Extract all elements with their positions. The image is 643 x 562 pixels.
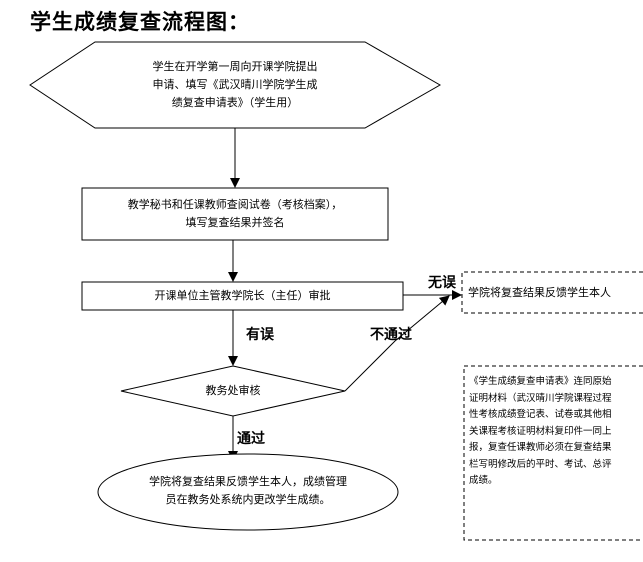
- apply-line-1: 学生在开学第一周向开课学院提出: [152, 60, 318, 73]
- note-line-6: 栏写明修改后的平时、考试、总评: [469, 458, 612, 470]
- apply-line-3: 绩复查申请表》（学生用）: [171, 96, 299, 109]
- review-node-text: 教学秘书和任课教师查阅试卷（考核档案）， 填写复查结果并签名: [82, 196, 388, 232]
- review-line-2: 填写复查结果并签名: [185, 216, 285, 229]
- note-line-7: 成绩。: [469, 475, 498, 486]
- note-line-5: 报，复查任课教师必须在复查结果: [469, 442, 612, 453]
- edge-label-not-passed: 不通过: [370, 327, 412, 343]
- apply-line-2: 申请、填写《武汉晴川学院学生成: [152, 78, 318, 91]
- final-line-2: 员在教务处系统内更改学生成绩。: [165, 493, 331, 506]
- final-node-text: 学院将复查结果反馈学生本人，成绩管理 员在教务处系统内更改学生成绩。: [100, 473, 396, 509]
- review-node-shape: [81, 187, 389, 241]
- apply-node-shape: [29, 41, 442, 129]
- apply-node-text: 学生在开学第一周向开课学院提出 申请、填写《武汉晴川学院学生成 绩复查申请表》（…: [60, 58, 410, 112]
- note-box-shape: [463, 365, 643, 541]
- approve-node-shape: [81, 281, 404, 311]
- feedback-node-text: 学院将复查结果反馈学生本人: [468, 286, 611, 299]
- note-line-3: 性考核成绩登记表、试卷或其他相: [469, 409, 612, 420]
- edge-label-has-error: 有误: [246, 327, 274, 343]
- note-line-1: 《学生成绩复查申请表》连同原始: [469, 376, 612, 387]
- edge-decision-not-passed: [344, 295, 450, 392]
- note-text: 《学生成绩复查申请表》连同原始 证明材料（武汉晴川学院课程过程 性考核成绩登记表…: [469, 374, 643, 490]
- review-line-1: 教学秘书和任课教师查阅试卷（考核档案），: [127, 198, 343, 211]
- decision-node-text: 教务处审核: [205, 384, 261, 397]
- note-line-2: 证明材料（武汉晴川学院课程过程: [469, 392, 612, 404]
- approve-node-text: 开课单位主管教学院长（主任）审批: [154, 289, 331, 302]
- edge-label-no-error: 无误: [428, 275, 456, 291]
- final-node-shape: [97, 453, 399, 531]
- final-line-1: 学院将复查结果反馈学生本人，成绩管理: [149, 475, 347, 488]
- page-title: 学生成绩复查流程图：: [30, 9, 250, 34]
- note-line-4: 关课程考核证明材料复印件一同上: [469, 425, 612, 437]
- edge-label-passed: 通过: [237, 431, 265, 447]
